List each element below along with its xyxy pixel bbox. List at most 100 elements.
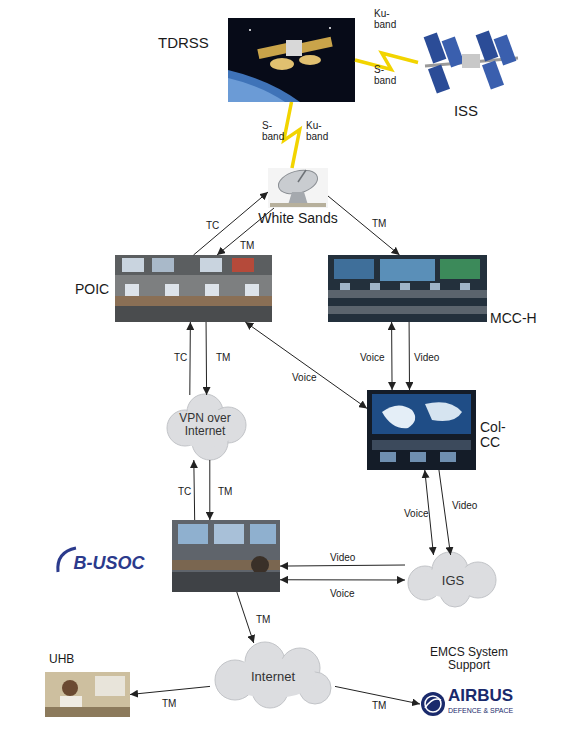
edge-label: TM	[216, 352, 236, 363]
ground-dish-photo	[298, 170, 306, 182]
control-room-photo	[367, 390, 476, 470]
flow-arrow	[328, 196, 400, 255]
edge-label: Ku-band	[374, 8, 402, 30]
node-label: TDRSS	[158, 34, 220, 51]
node-sublabel: DEFENCE & SPACE	[448, 707, 548, 715]
control-room-photo	[232, 258, 254, 272]
cloud-shape	[215, 642, 331, 708]
control-center-node: POIC	[115, 255, 272, 322]
radio-link-bolt	[355, 53, 418, 69]
logo-mark	[58, 548, 76, 572]
satellite-photo	[228, 18, 355, 102]
control-room-photo	[328, 255, 487, 322]
flow-arrow	[130, 686, 210, 694]
node-label: Internet	[238, 670, 308, 684]
control-room-photo	[340, 283, 350, 290]
band-label: Ku-band	[306, 120, 334, 142]
control-room-photo	[250, 524, 276, 544]
edge-label: Voice	[330, 588, 360, 599]
satellite-photo	[299, 37, 332, 53]
satellite-photo	[228, 18, 355, 102]
satellite-photo	[329, 27, 331, 29]
control-room-photo	[460, 283, 470, 290]
lab-photo	[45, 707, 130, 717]
flow-arrow	[391, 322, 392, 390]
satellite-photo	[286, 40, 302, 56]
flow-arrow	[280, 565, 405, 566]
flow-arrow	[209, 460, 210, 520]
edge-label: Voice	[360, 352, 390, 363]
cloud-node: VPN over Internet	[165, 395, 245, 460]
band-label: S-band	[374, 64, 402, 86]
flow-arrow	[217, 208, 274, 255]
node-label: White Sands	[254, 211, 342, 226]
control-room-photo	[328, 306, 487, 314]
control-room-photo	[115, 306, 272, 322]
control-room-photo	[152, 258, 174, 272]
control-room-photo	[380, 452, 396, 462]
control-room-photo	[214, 524, 244, 544]
logo-mark	[425, 699, 441, 708]
control-room-photo	[334, 259, 374, 279]
control-room-photo	[372, 394, 471, 434]
flow-arrow	[439, 470, 451, 555]
control-room-photo	[440, 259, 480, 279]
flow-arrow	[237, 592, 254, 643]
cloud-node: IGS	[405, 555, 500, 605]
node-label: MCC-H	[490, 311, 550, 326]
satellite-photo	[257, 43, 288, 59]
control-room-photo	[122, 258, 144, 272]
space-station-photo	[418, 30, 525, 95]
flow-arrow	[245, 322, 367, 408]
ground-dish-photo	[268, 166, 328, 208]
space-station-photo	[418, 30, 525, 95]
space-station-photo	[462, 54, 480, 68]
edge-label: TC	[174, 352, 194, 363]
flow-arrow	[280, 579, 405, 580]
control-room-photo	[205, 284, 219, 296]
space-station-photo	[428, 64, 450, 93]
control-room-photo	[165, 284, 179, 296]
logo-mark	[425, 696, 441, 712]
edge-label: TM	[256, 614, 276, 625]
lab-photo	[62, 680, 78, 696]
station-node: ISS	[418, 30, 525, 95]
edge-label: TC	[178, 486, 198, 497]
ground-station-node: White Sands	[268, 168, 328, 208]
flow-arrow	[193, 460, 195, 520]
logo-mark	[58, 548, 76, 572]
edge-label: Voice	[292, 372, 322, 383]
satellite-photo	[299, 55, 321, 65]
cloud-shape	[227, 658, 317, 698]
control-room-photo	[200, 258, 222, 272]
control-room-photo	[430, 283, 440, 290]
control-room-photo	[172, 572, 280, 592]
satellite-photo	[228, 70, 300, 102]
space-station-photo	[442, 36, 465, 67]
edge-label: TM	[372, 218, 392, 229]
control-room-photo	[172, 520, 280, 592]
lab-photo	[95, 676, 125, 696]
control-room-photo	[328, 290, 487, 298]
control-room-photo	[440, 452, 456, 462]
cloud-node: Internet	[210, 643, 335, 705]
control-room-photo	[115, 255, 272, 322]
control-center-node: Col-CC	[367, 390, 476, 470]
lab-photo	[45, 672, 130, 717]
logo-mark	[421, 692, 445, 716]
node-label: VPN over Internet	[173, 412, 237, 438]
edge-label: S-band	[262, 120, 290, 142]
edge-label: TM	[162, 698, 182, 709]
edge-label: Video	[330, 552, 360, 563]
edge-label: Voice	[404, 508, 434, 519]
control-room-photo	[400, 283, 410, 290]
flow-arrow	[194, 192, 269, 255]
node-label: ISS	[446, 102, 486, 119]
edge-label: TM	[218, 486, 238, 497]
node-label: Col-CC	[480, 420, 512, 450]
edge-label: TM	[372, 700, 392, 711]
control-room-photo	[372, 440, 471, 450]
control-room-photo	[380, 259, 435, 281]
cloud-shape	[420, 566, 484, 598]
radio-link-bolt	[284, 102, 300, 168]
